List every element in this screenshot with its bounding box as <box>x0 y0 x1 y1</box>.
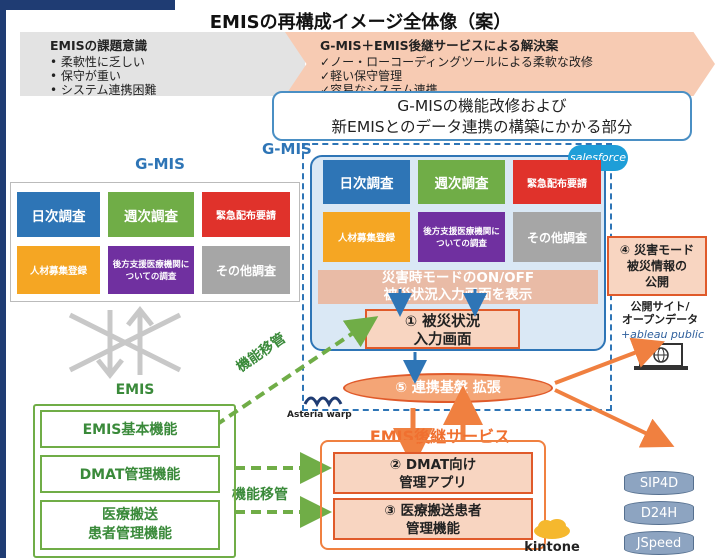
tile-recruit: 人材募集登録 <box>323 212 410 262</box>
dmat-app: ② DMAT向け 管理アプリ <box>333 452 533 494</box>
database-sip4d: SIP4D <box>624 471 694 495</box>
tile-other: その他調査 <box>513 212 601 262</box>
gmis-right-label: G-MIS <box>262 140 312 158</box>
tile-recruit: 人材募集登録 <box>17 246 100 294</box>
dmat-line1: ② DMAT向け <box>389 457 477 473</box>
mode-line1: 災害時モードのON/OFF <box>381 270 535 286</box>
emis-item3-line1: 医療搬送 <box>102 507 158 523</box>
kintone-logo: kintone <box>524 540 580 555</box>
emis-label: EMIS <box>115 382 155 398</box>
tile-emergency: 緊急配布要請 <box>513 160 601 204</box>
solution-item: ノー・ローコーディングツールによる柔軟な改修 <box>320 55 715 69</box>
disaster-public-box: ④ 災害モード 被災情報の 公開 <box>607 236 707 296</box>
dmat-line2: 管理アプリ <box>399 475 467 491</box>
emis-group <box>33 404 236 558</box>
tile-other: その他調査 <box>202 246 290 294</box>
solution-heading: G-MIS＋EMIS後継サービスによる解決案 <box>320 38 559 53</box>
dmat-management: DMAT管理機能 <box>40 455 220 493</box>
tile-support: 後方支援医療機関についての調査 <box>108 246 194 294</box>
transport-line2: 管理機能 <box>406 521 460 537</box>
issue-item: システム連携困難 <box>50 83 305 97</box>
successor-group <box>320 440 546 550</box>
database-jspeed: JSpeed <box>624 531 694 555</box>
emis-basic-function: EMIS基本機能 <box>40 410 220 448</box>
gmis-left-label: G-MIS <box>135 155 185 173</box>
callout-line1: G-MISの機能改修および <box>397 97 567 115</box>
site-line1: 公開サイト/ <box>630 300 690 313</box>
crossed-arrows-icon <box>68 305 182 380</box>
tile-weekly: 週次調査 <box>418 160 505 204</box>
public-line3: 公開 <box>644 275 669 289</box>
left-accent-bar <box>0 10 6 558</box>
patient-transport-management: 医療搬送 患者管理機能 <box>40 500 220 550</box>
patient-transport-app: ③ 医療搬送患者 管理機能 <box>333 498 533 540</box>
public-site-label: 公開サイト/ オープンデータ <box>605 300 715 326</box>
asteria-warp-logo: Asteria warp <box>287 410 352 420</box>
disaster-mode-note: 災害時モードのON/OFF 被災状況入力画面を表示 <box>318 270 598 304</box>
issues-heading: EMISの課題意識 <box>50 38 148 53</box>
public-line1: ④ 災害モード <box>619 243 695 257</box>
issue-item: 柔軟性に乏しい <box>50 55 305 69</box>
tile-daily: 日次調査 <box>323 160 410 204</box>
solution-item: 軽い保守管理 <box>320 69 715 83</box>
tile-support: 後方支援医療機関についての調査 <box>418 212 505 262</box>
kintone-cloud-icon <box>534 519 570 539</box>
tile-emergency: 緊急配布要請 <box>202 192 290 237</box>
page-title: EMISの再構成イメージ全体像（案） <box>209 12 512 33</box>
solution-panel: G-MIS＋EMIS後継サービスによる解決案 ノー・ローコーディングツールによる… <box>285 32 715 96</box>
issues-panel: EMISの課題意識 柔軟性に乏しい 保守が重い システム連携困難 <box>20 32 305 97</box>
issue-item: 保守が重い <box>50 69 305 83</box>
site-line2: オープンデータ <box>621 313 699 326</box>
migration-label-horizontal: 機能移管 <box>232 487 288 503</box>
asteria-icon <box>303 396 343 408</box>
input-line1: ① 被災状況 <box>404 314 481 330</box>
input-line2: 入力画面 <box>413 332 472 348</box>
tile-weekly: 週次調査 <box>108 192 194 237</box>
emis-item3-line2: 患者管理機能 <box>88 526 172 542</box>
callout-line2: 新EMISとのデータ連携の構築にかかる部分 <box>331 118 633 136</box>
mode-line2: 被災状況入力画面を表示 <box>383 287 533 303</box>
transport-line1: ③ 医療搬送患者 <box>384 503 482 519</box>
public-line2: 被災情報の <box>626 259 687 273</box>
header-banner <box>0 0 175 10</box>
tile-daily: 日次調査 <box>17 192 100 237</box>
scope-callout: G-MISの機能改修および 新EMISとのデータ連携の構築にかかる部分 <box>272 91 692 141</box>
database-d24h: D24H <box>624 501 694 525</box>
